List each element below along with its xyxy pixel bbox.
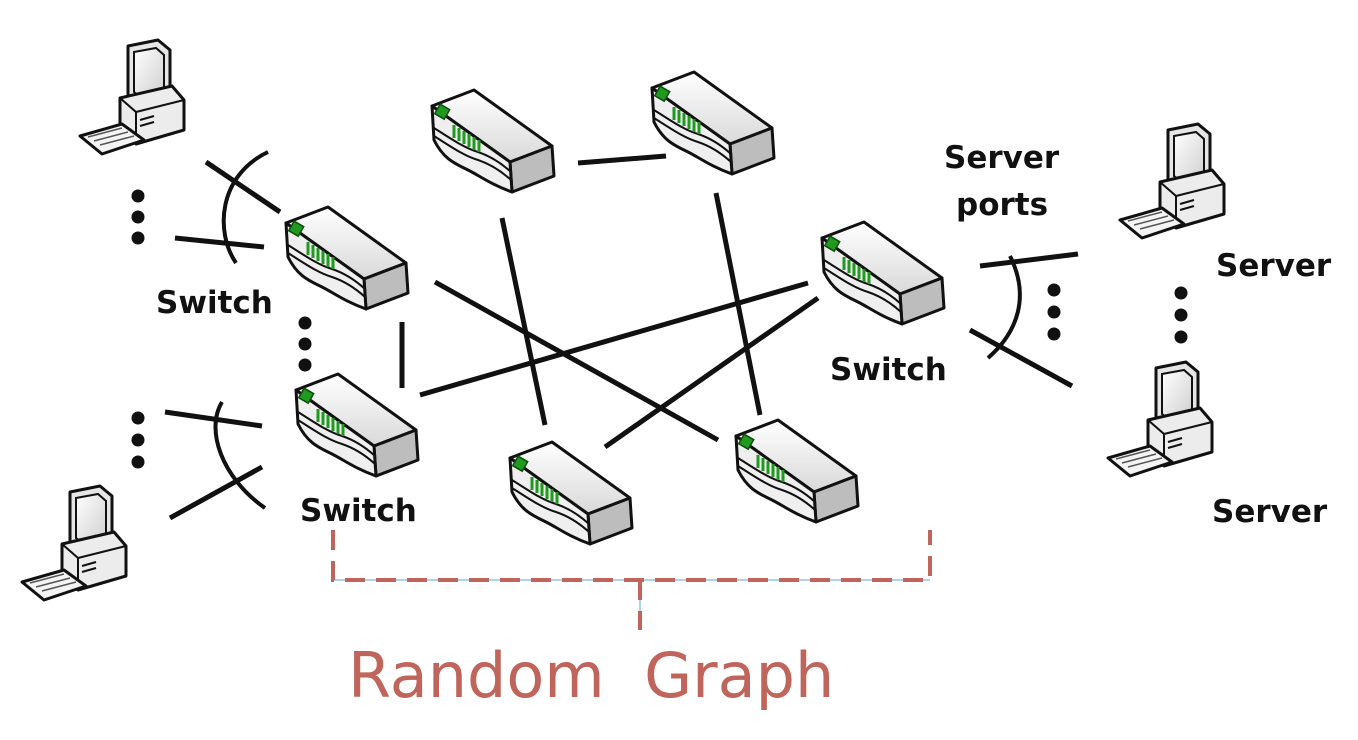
network-switch-icon <box>820 220 946 326</box>
link-top-a-top-b <box>577 153 667 166</box>
desktop-computer-icon <box>78 38 186 156</box>
network-switch-icon <box>430 88 556 194</box>
server-port-arc <box>986 255 1022 360</box>
random-graph-caption: Random Graph <box>348 639 834 712</box>
switch-label-bottom-left: Switch <box>300 493 417 529</box>
port-links <box>164 150 1079 521</box>
link-top-a-bottom-a <box>499 217 548 426</box>
desktop-computer-icon <box>1106 360 1214 478</box>
link-left2-right <box>419 280 809 398</box>
switch-right <box>820 220 946 326</box>
server-ports-label-line2: ports <box>956 187 1048 223</box>
switch-top-left <box>284 205 410 311</box>
port-wire <box>174 235 265 250</box>
host-top-left <box>78 38 186 156</box>
switch-links <box>399 153 820 450</box>
switch-top-center-a <box>430 88 556 194</box>
switch-label-top-left: Switch <box>156 285 273 321</box>
network-switch-icon <box>284 205 410 311</box>
server-bottom <box>1106 360 1214 478</box>
port-wire <box>164 409 263 429</box>
desktop-computer-icon <box>20 484 128 602</box>
network-switch-icon <box>650 70 776 176</box>
server-label-top: Server <box>1216 248 1332 284</box>
switch-bottom-left <box>294 372 420 478</box>
link-left1-bottom-b <box>433 279 720 443</box>
link-bottom-a-right <box>603 295 820 450</box>
server-top <box>1118 122 1226 240</box>
port-wire <box>168 464 264 521</box>
network-switch-icon <box>508 440 634 546</box>
switch-bottom-center-b <box>734 418 860 524</box>
port-wire <box>204 159 282 215</box>
switch-label-right: Switch <box>830 352 947 388</box>
server-label-bottom: Server <box>1212 494 1328 530</box>
desktop-computer-icon <box>1118 122 1226 240</box>
switch-top-center-b <box>650 70 776 176</box>
network-switch-icon <box>734 418 860 524</box>
server-port-wire <box>979 251 1079 269</box>
random-graph-bracket <box>331 530 932 630</box>
port-arc <box>213 400 267 510</box>
port-arc <box>221 150 269 265</box>
host-bottom-left <box>20 484 128 602</box>
network-switch-icon <box>294 372 420 478</box>
server-ports-label-line1: Server <box>944 140 1060 176</box>
server-port-wire <box>968 327 1074 389</box>
switch-bottom-center-a <box>508 440 634 546</box>
ellipsis-dots <box>131 189 1188 469</box>
